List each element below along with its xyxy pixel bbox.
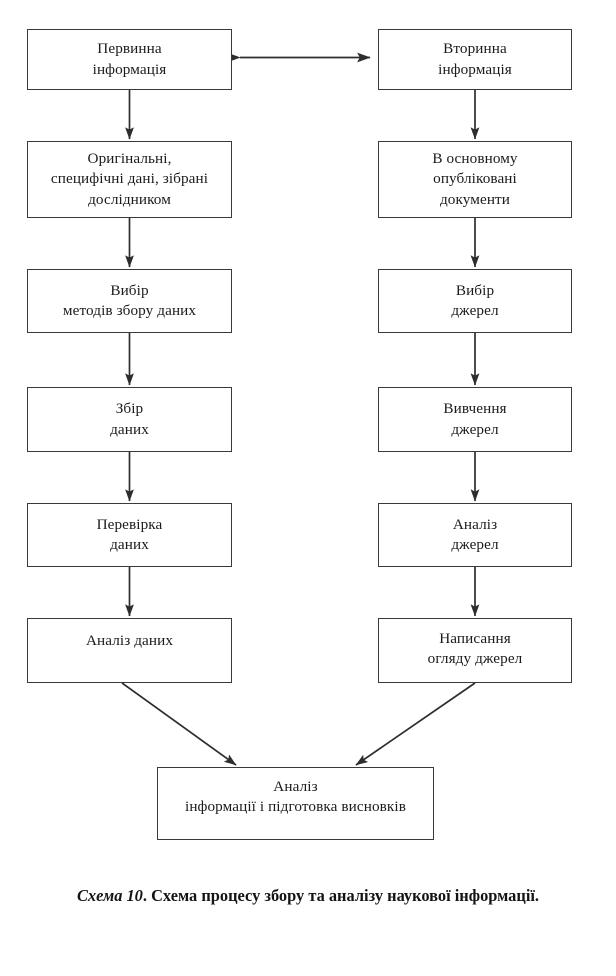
node-label: Аналіз даних — [85, 632, 174, 649]
node-primary-information: Первинна інформація — [27, 29, 232, 90]
node-label: Вибір джерел — [451, 281, 499, 319]
node-label: Вторинна інформація — [438, 40, 512, 78]
node-label: Перевірка даних — [96, 515, 163, 553]
node-label: Аналіз інформації і підготовка висновків — [185, 778, 406, 816]
node-analysis-and-conclusions: Аналіз інформації і підготовка висновків — [157, 767, 434, 840]
node-choice-of-collection-methods: Вибір методів збору даних — [27, 269, 232, 333]
node-label: Вивчення джерел — [443, 400, 507, 438]
node-data-collection: Збір даних — [27, 387, 232, 452]
node-label: Оригінальні, специфічні дані, зібрані до… — [50, 150, 209, 208]
node-data-analysis: Аналіз даних — [27, 618, 232, 683]
edge-n6-bottom — [121, 682, 237, 766]
node-analysis-of-sources: Аналіз джерел — [378, 503, 572, 567]
node-label: Збір даних — [110, 400, 149, 438]
node-study-of-sources: Вивчення джерел — [378, 387, 572, 452]
node-data-verification: Перевірка даних — [27, 503, 232, 567]
figure-caption: Схема 10. Схема процесу збору та аналізу… — [40, 884, 576, 908]
node-label: В основному опубліковані документи — [432, 150, 518, 208]
node-original-specific-data: Оригінальні, специфічні дані, зібрані до… — [27, 141, 232, 218]
figure-caption-separator: . — [142, 886, 152, 905]
figure-caption-number: Схема 10 — [76, 886, 143, 905]
figure-caption-text: Схема процесу збору та аналізу наукової … — [151, 886, 540, 905]
node-secondary-information: Вторинна інформація — [378, 29, 572, 90]
node-label: Первинна інформація — [92, 40, 167, 78]
node-label: Вибір методів збору даних — [62, 281, 197, 319]
node-mostly-published-documents: В основному опубліковані документи — [378, 141, 572, 218]
node-writing-source-review: Написання огляду джерел — [378, 618, 572, 683]
edge-m6-bottom — [355, 682, 476, 766]
node-choice-of-sources: Вибір джерел — [378, 269, 572, 333]
node-label: Написання огляду джерел — [427, 630, 523, 668]
node-label: Аналіз джерел — [451, 515, 499, 553]
